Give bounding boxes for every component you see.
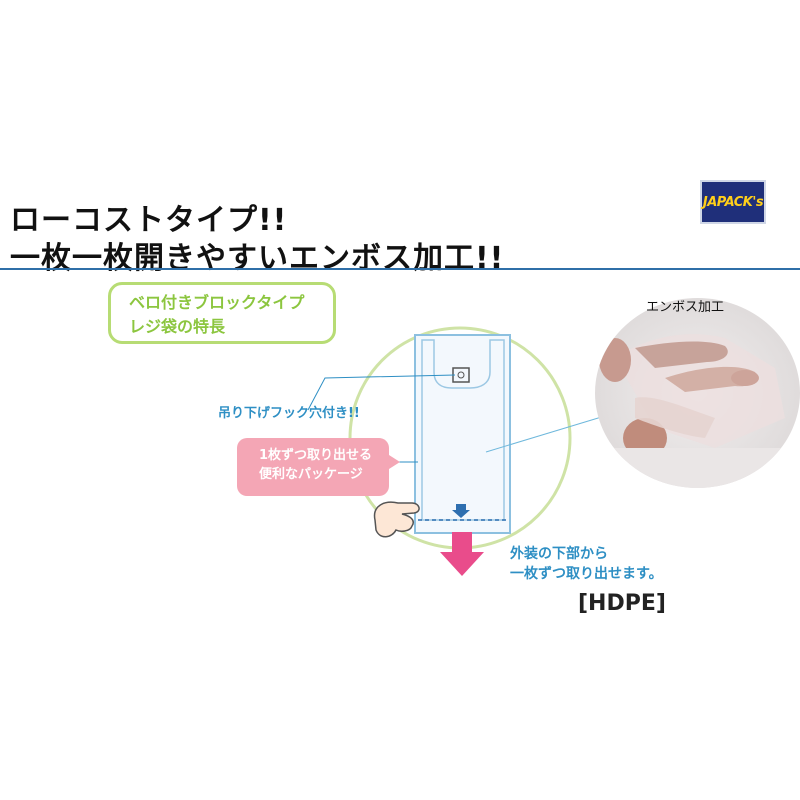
pink-pointer-icon: [389, 455, 400, 469]
hook-label: 吊り下げフック穴付き!!: [218, 406, 360, 421]
headline-line-2: 一枚一枚開きやすいエンボス加工!!: [10, 241, 505, 276]
emboss-label: エンボス加工: [646, 300, 725, 315]
brand-logo: JAPACK's: [700, 180, 766, 224]
emboss-photo: [595, 298, 800, 488]
package-box-line-1: 1枚ずつ取り出せる: [259, 448, 373, 463]
hook-hole-ring: [457, 371, 465, 379]
hook-pointer-line: [307, 374, 456, 411]
down-arrow-icon: [440, 532, 484, 576]
package-box: 1枚ずつ取り出せる 便利なパッケージ: [237, 438, 389, 496]
emboss-photo-image: [595, 298, 800, 488]
inner-arrow-icon: [452, 504, 470, 518]
bag-outline: [421, 339, 505, 521]
feature-box: ベロ付きブロックタイプ レジ袋の特長: [108, 282, 336, 344]
dispense-text-line-2: 一枚ずつ取り出せます。: [510, 566, 663, 582]
bag-package: [414, 334, 511, 534]
feature-box-line-1: ベロ付きブロックタイプ: [129, 293, 305, 312]
brand-logo-text: JAPACK's: [702, 194, 764, 210]
dispense-text-line-1: 外装の下部から: [510, 546, 608, 562]
package-box-line-2: 便利なパッケージ: [259, 467, 363, 482]
dispense-text: 外装の下部から 一枚ずつ取り出せます。: [510, 544, 663, 584]
hand-icon: [373, 501, 420, 538]
emboss-pointer-line: [485, 411, 619, 453]
header-divider: [0, 268, 800, 270]
headline-line-1: ローコストタイプ!!: [10, 203, 288, 238]
material-label: [HDPE]: [578, 591, 666, 616]
feature-box-line-2: レジ袋の特長: [129, 317, 226, 336]
